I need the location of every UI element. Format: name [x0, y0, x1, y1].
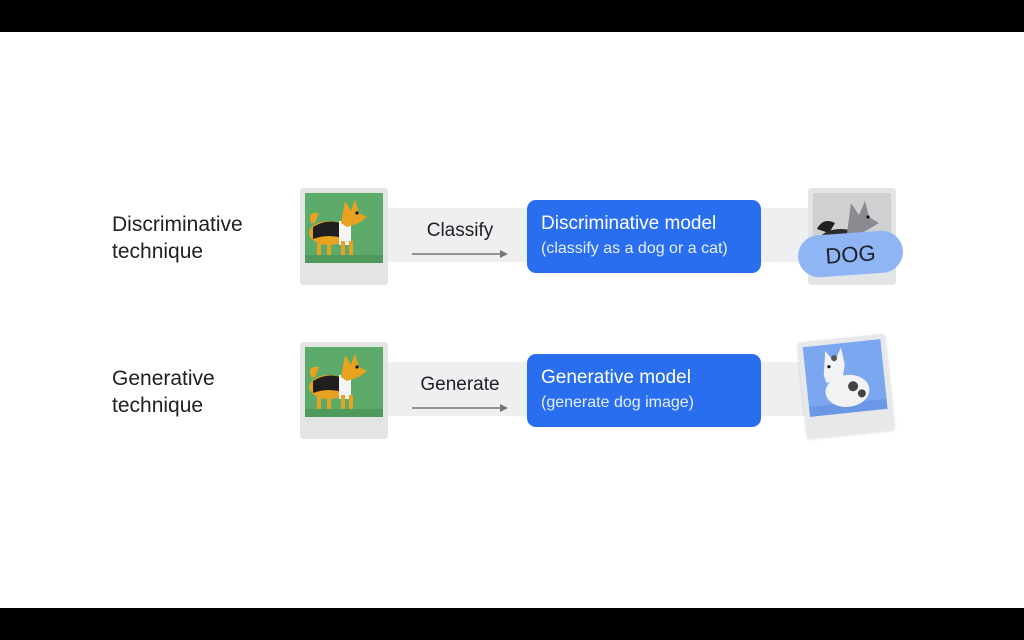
classify-label: Classify: [426, 220, 494, 241]
label-line: Generative: [112, 367, 215, 390]
discriminative-model-box: Discriminative model (classify as a dog …: [527, 200, 761, 273]
generated-dog-image: [797, 333, 895, 439]
discriminative-technique-label: Discriminative technique: [112, 211, 243, 265]
input-dog-image: [300, 342, 388, 439]
model-title: Generative model: [541, 367, 691, 388]
generative-model-box: Generative model (generate dog image): [527, 354, 761, 427]
generate-label: Generate: [420, 374, 500, 395]
generative-technique-label: Generative technique: [112, 365, 215, 419]
label-line: Discriminative: [112, 213, 243, 236]
white-spotted-dog-icon: [808, 347, 888, 417]
model-title: Discriminative model: [541, 213, 717, 234]
label-line: technique: [112, 394, 204, 417]
letterbox-top: [0, 0, 1024, 32]
corgi-dog-icon: [305, 353, 383, 417]
letterbox-bottom: [0, 608, 1024, 640]
corgi-dog-icon: [305, 199, 383, 263]
model-subtitle: (classify as a dog or a cat): [541, 240, 728, 257]
dog-classification-badge: DOG: [796, 229, 905, 279]
model-subtitle: (generate dog image): [541, 394, 694, 411]
input-dog-image: [300, 188, 388, 285]
arrow-right-icon: [412, 250, 508, 258]
arrow-right-icon: [412, 404, 508, 412]
label-line: technique: [112, 240, 204, 263]
